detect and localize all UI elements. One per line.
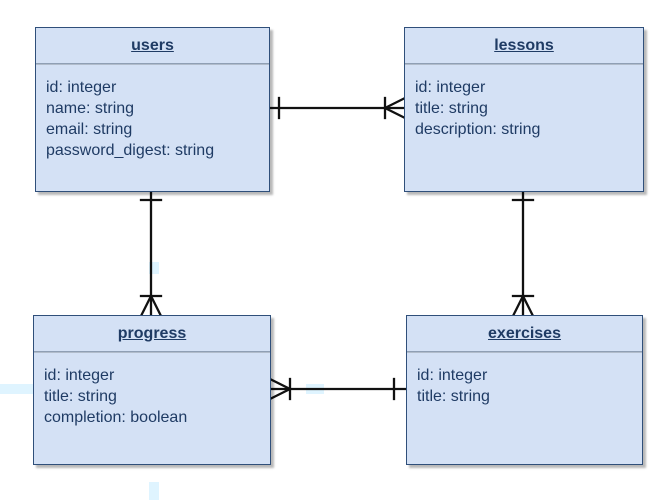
lessons-exercises-connector: [511, 189, 535, 318]
users-field-name: name: string: [46, 100, 135, 117]
lessons-entity-fields: id: integer title: string description: s…: [405, 65, 643, 140]
users-entity: users id: integer name: string email: st…: [35, 27, 270, 192]
users-field-id: id: integer: [46, 79, 117, 96]
progress-entity-fields: id: integer title: string completion: bo…: [34, 353, 270, 428]
users-entity-divider: [36, 64, 269, 65]
users-entity-title: users: [131, 36, 174, 54]
ghost-guide-center-up: [149, 262, 159, 274]
exercises-entity-header: exercises: [407, 316, 642, 352]
progress-exercises-connector: [268, 377, 408, 401]
users-progress-connector: [139, 189, 163, 318]
progress-field-completion: completion: boolean: [44, 409, 188, 426]
users-field-password-digest: password_digest: string: [46, 142, 215, 159]
lessons-field-description: description: string: [415, 121, 541, 138]
lessons-field-title: title: string: [415, 100, 488, 117]
exercises-entity-title: exercises: [488, 324, 561, 342]
users-entity-fields: id: integer name: string email: string p…: [36, 65, 269, 161]
progress-field-id: id: integer: [44, 367, 115, 384]
lessons-entity: lessons id: integer title: string descri…: [404, 27, 644, 192]
lessons-entity-header: lessons: [405, 28, 643, 64]
users-lessons-connector: [268, 96, 407, 120]
ghost-guide-bottom: [149, 482, 159, 500]
exercises-entity: exercises id: integer title: string: [406, 315, 643, 465]
exercises-field-title: title: string: [417, 388, 490, 405]
exercises-field-id: id: integer: [417, 367, 488, 384]
lessons-entity-divider: [405, 64, 643, 65]
progress-entity: progress id: integer title: string compl…: [33, 315, 271, 465]
progress-entity-title: progress: [117, 324, 187, 342]
exercises-entity-fields: id: integer title: string: [407, 353, 642, 407]
users-field-email: email: string: [46, 121, 133, 138]
users-entity-header: users: [36, 28, 269, 64]
exercises-entity-divider: [407, 352, 642, 353]
progress-field-title: title: string: [44, 388, 117, 405]
lessons-entity-title: lessons: [494, 36, 554, 54]
lessons-field-id: id: integer: [415, 79, 486, 96]
ghost-guide-left: [0, 384, 38, 394]
progress-entity-divider: [34, 352, 270, 353]
progress-entity-header: progress: [34, 316, 270, 352]
